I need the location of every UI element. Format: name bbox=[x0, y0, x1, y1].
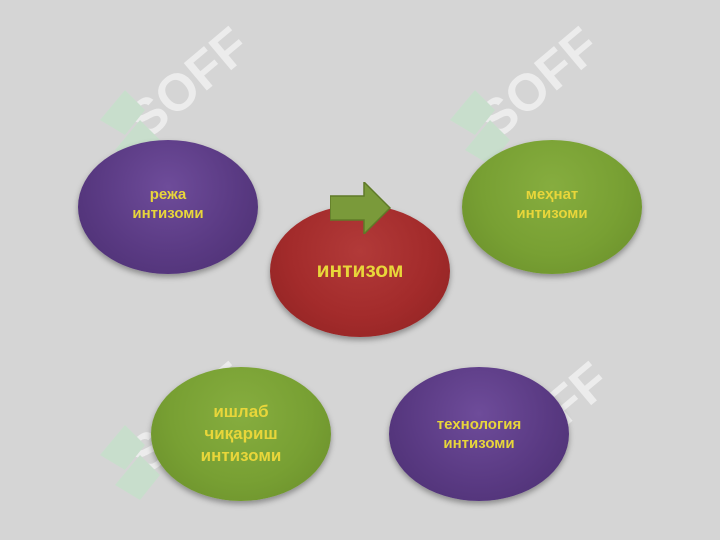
node-ishlab-label: ишлаб чиқариш интизоми bbox=[200, 401, 282, 466]
node-texnologiya-label: технология интизоми bbox=[436, 415, 522, 453]
right-arrow-icon bbox=[330, 182, 392, 234]
node-mehnat-intizomi: меҳнат интизоми bbox=[462, 140, 642, 274]
svg-text:SOFF: SOFF bbox=[117, 17, 261, 151]
node-ishlab-chiqarish-intizomi: ишлаб чиқариш интизоми bbox=[151, 367, 331, 501]
node-reja-label: режа интизоми bbox=[132, 185, 204, 223]
node-texnologiya-intizomi: технология интизоми bbox=[389, 367, 569, 501]
svg-text:SOFF: SOFF bbox=[467, 17, 611, 151]
node-reja-intizomi: режа интизоми bbox=[78, 140, 258, 274]
node-center-intizom: интизом bbox=[270, 205, 450, 337]
node-mehnat-label: меҳнат интизоми bbox=[516, 185, 588, 223]
center-label: интизом bbox=[316, 259, 404, 283]
